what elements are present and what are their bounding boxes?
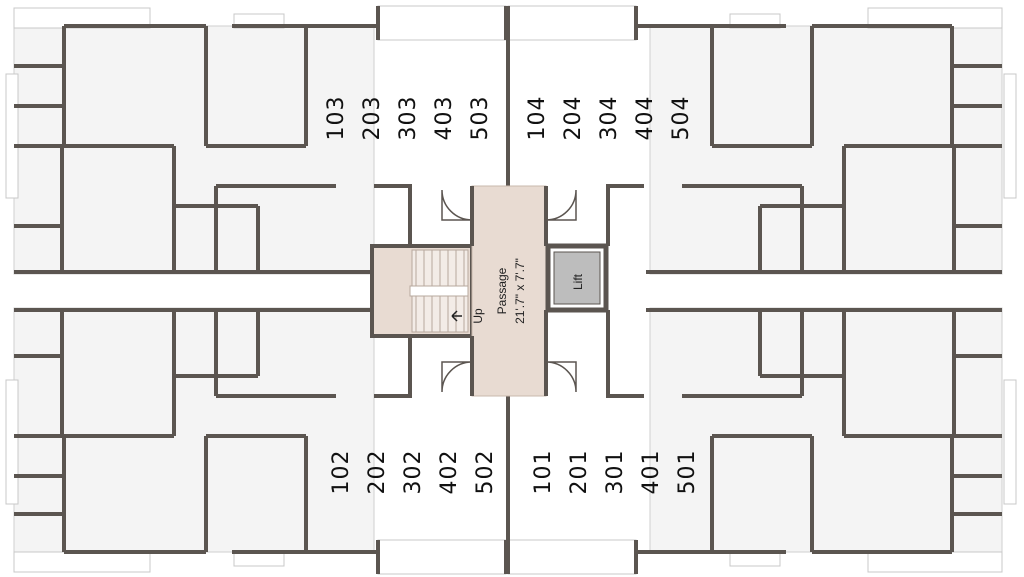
unit-label: 103 bbox=[324, 96, 349, 141]
stair-treads bbox=[409, 249, 469, 333]
passage-name: Passage bbox=[495, 267, 509, 314]
unit-label: 402 bbox=[437, 450, 462, 495]
unit-label: 203 bbox=[360, 96, 385, 141]
unit-label: 101 bbox=[531, 450, 556, 495]
unit-label: 302 bbox=[401, 450, 426, 495]
wing-bottom-left bbox=[5, 307, 508, 575]
unit-labels-bottom-right: 101 201 301 401 501 bbox=[531, 450, 700, 495]
unit-label: 404 bbox=[633, 96, 658, 141]
unit-label: 401 bbox=[639, 450, 664, 495]
wing-bottom-right bbox=[506, 307, 1017, 575]
unit-label: 403 bbox=[432, 96, 457, 141]
unit-labels-top-left: 103 203 303 403 503 bbox=[324, 96, 493, 141]
unit-label: 303 bbox=[396, 96, 421, 141]
unit-label: 102 bbox=[329, 450, 354, 495]
unit-labels-top-right: 104 204 304 404 504 bbox=[525, 96, 694, 141]
wing-top-right bbox=[506, 5, 1017, 275]
wing-top-left bbox=[5, 5, 508, 275]
passage-doors bbox=[441, 189, 577, 393]
unit-label: 501 bbox=[675, 450, 700, 495]
unit-labels-bottom-left: 102 202 302 402 502 bbox=[329, 450, 498, 495]
lift-label: Lift bbox=[571, 273, 585, 290]
unit-label: 201 bbox=[567, 450, 592, 495]
core-area: Lift Passage 21'.7" x 7'.7" Up bbox=[370, 185, 610, 397]
lift-car bbox=[553, 251, 601, 305]
unit-label: 502 bbox=[473, 450, 498, 495]
unit-label: 504 bbox=[669, 96, 694, 141]
unit-label: 202 bbox=[365, 450, 390, 495]
unit-label: 301 bbox=[603, 450, 628, 495]
unit-label: 503 bbox=[468, 96, 493, 141]
passage-size: 21'.7" x 7'.7" bbox=[513, 258, 527, 324]
stair-up-arrow bbox=[451, 310, 462, 322]
unit-label: 204 bbox=[561, 96, 586, 141]
unit-label: 104 bbox=[525, 96, 550, 141]
stair-up-label: Up bbox=[471, 308, 485, 324]
unit-label: 304 bbox=[597, 96, 622, 141]
passage-floor bbox=[471, 185, 547, 397]
